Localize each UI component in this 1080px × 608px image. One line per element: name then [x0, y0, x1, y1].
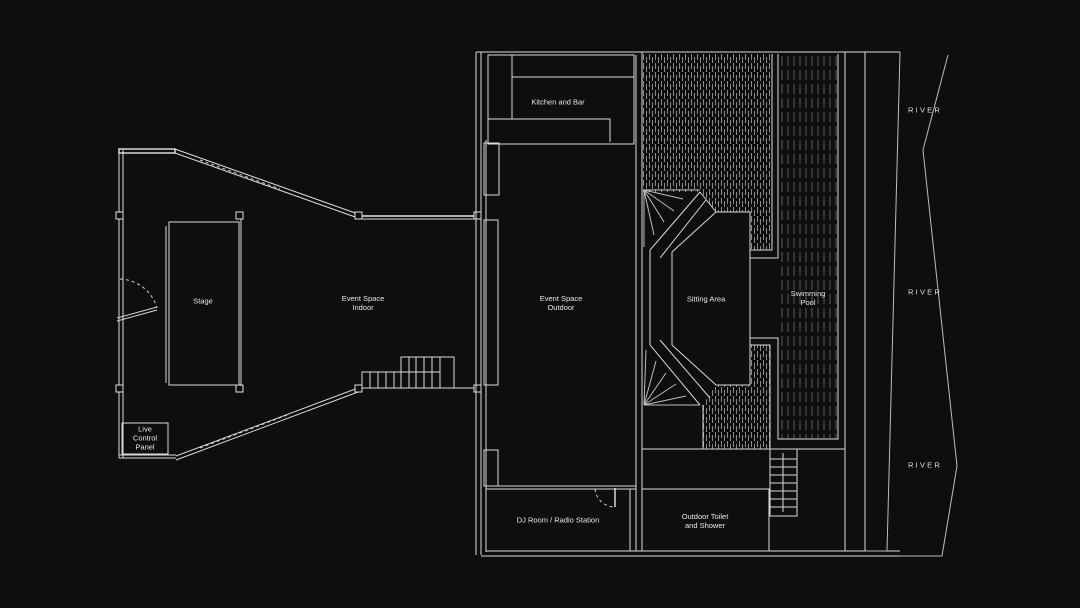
river-label-top: RIVER — [908, 105, 942, 115]
indoor-stairs — [361, 356, 455, 389]
room-label-kitchen-and-bar: Kitchen and Bar — [531, 97, 585, 107]
room-label-outdoor-toilet: Outdoor Toilet and Shower — [681, 512, 729, 530]
sitting-area-outline — [643, 189, 751, 406]
swimming-pool-outline — [642, 52, 866, 551]
site-boundary — [865, 51, 958, 557]
river-label-bottom: RIVER — [908, 460, 942, 470]
room-label-stage: Stage — [193, 296, 213, 306]
deck-area — [643, 54, 773, 450]
room-label-event-space-indoor: Event Space Indoor — [341, 294, 385, 312]
indoor-building-outline — [115, 148, 482, 461]
river-label-middle: RIVER — [908, 287, 942, 297]
room-label-live-control-panel: Live Control Panel — [132, 424, 158, 452]
room-label-dj-room: DJ Room / Radio Station — [516, 515, 600, 525]
stage-outline — [165, 219, 242, 386]
live-control-panel-box — [121, 422, 169, 455]
outdoor-building-outline — [475, 51, 940, 557]
room-label-event-space-outdoor: Event Space Outdoor — [539, 294, 583, 312]
pool-stairs — [769, 448, 798, 517]
room-label-sitting-area: Sitting Area — [686, 294, 726, 304]
room-label-swimming-pool: Swimming Pool — [790, 289, 826, 307]
